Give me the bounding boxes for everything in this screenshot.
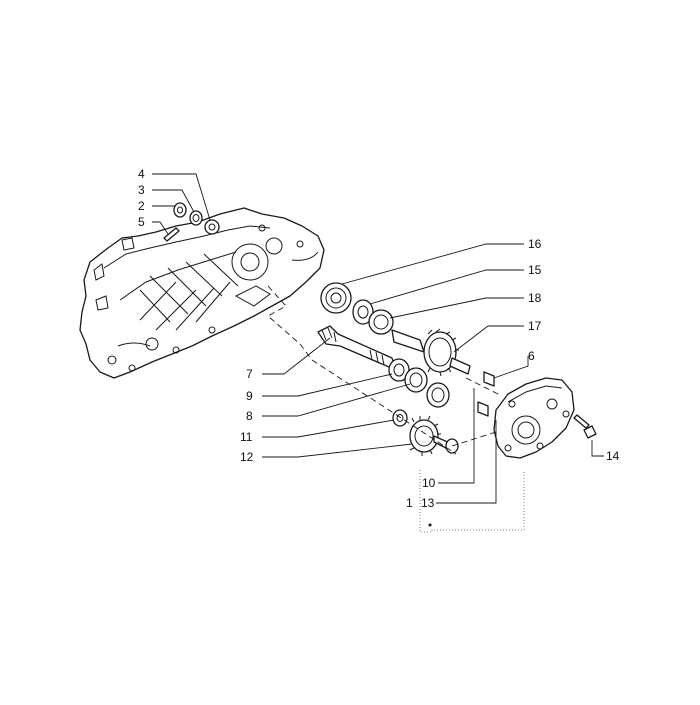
part-3-seal [189,210,203,226]
callout-3: 3 [138,183,145,197]
callout-7: 7 [246,367,253,381]
callout-17: 17 [528,319,542,333]
callout-9: 9 [246,389,253,403]
bearing-10 [426,382,450,408]
part-16-bearing [320,282,352,314]
part-18-bearing [368,309,394,335]
callout-6: 6 [528,349,535,363]
callout-16: 16 [528,237,542,251]
part-11-seal [392,409,408,427]
leader-lines [152,173,604,533]
callout-13: 13 [421,496,435,510]
gearbox-cover [493,377,575,459]
part-2-bushing [173,202,187,218]
part-6-dowel-pins [477,371,495,417]
part-17-gear-shaft [391,328,471,377]
part-15-washer [352,299,374,325]
part-5-pin [163,227,180,242]
callout-8: 8 [246,409,253,423]
part-8-bearing [404,367,428,393]
callout-5: 5 [138,215,145,229]
callout-1: 1 [406,496,413,510]
callout-11: 11 [240,430,253,444]
callout-14: 14 [606,449,620,463]
callout-10: 10 [422,476,436,490]
callout-18: 18 [528,291,542,305]
crankcase-housing [79,207,325,379]
callout-15: 15 [528,263,542,277]
callout-4: 4 [138,167,145,181]
callout-12: 12 [240,450,254,464]
callout-labels: 4 3 2 5 16 15 18 17 6 7 9 8 11 12 14 10 … [138,167,620,510]
part-12-gear [409,415,453,456]
callout-2: 2 [138,199,145,213]
part-4-spacer [204,219,220,235]
part-14-bolt [573,414,597,439]
